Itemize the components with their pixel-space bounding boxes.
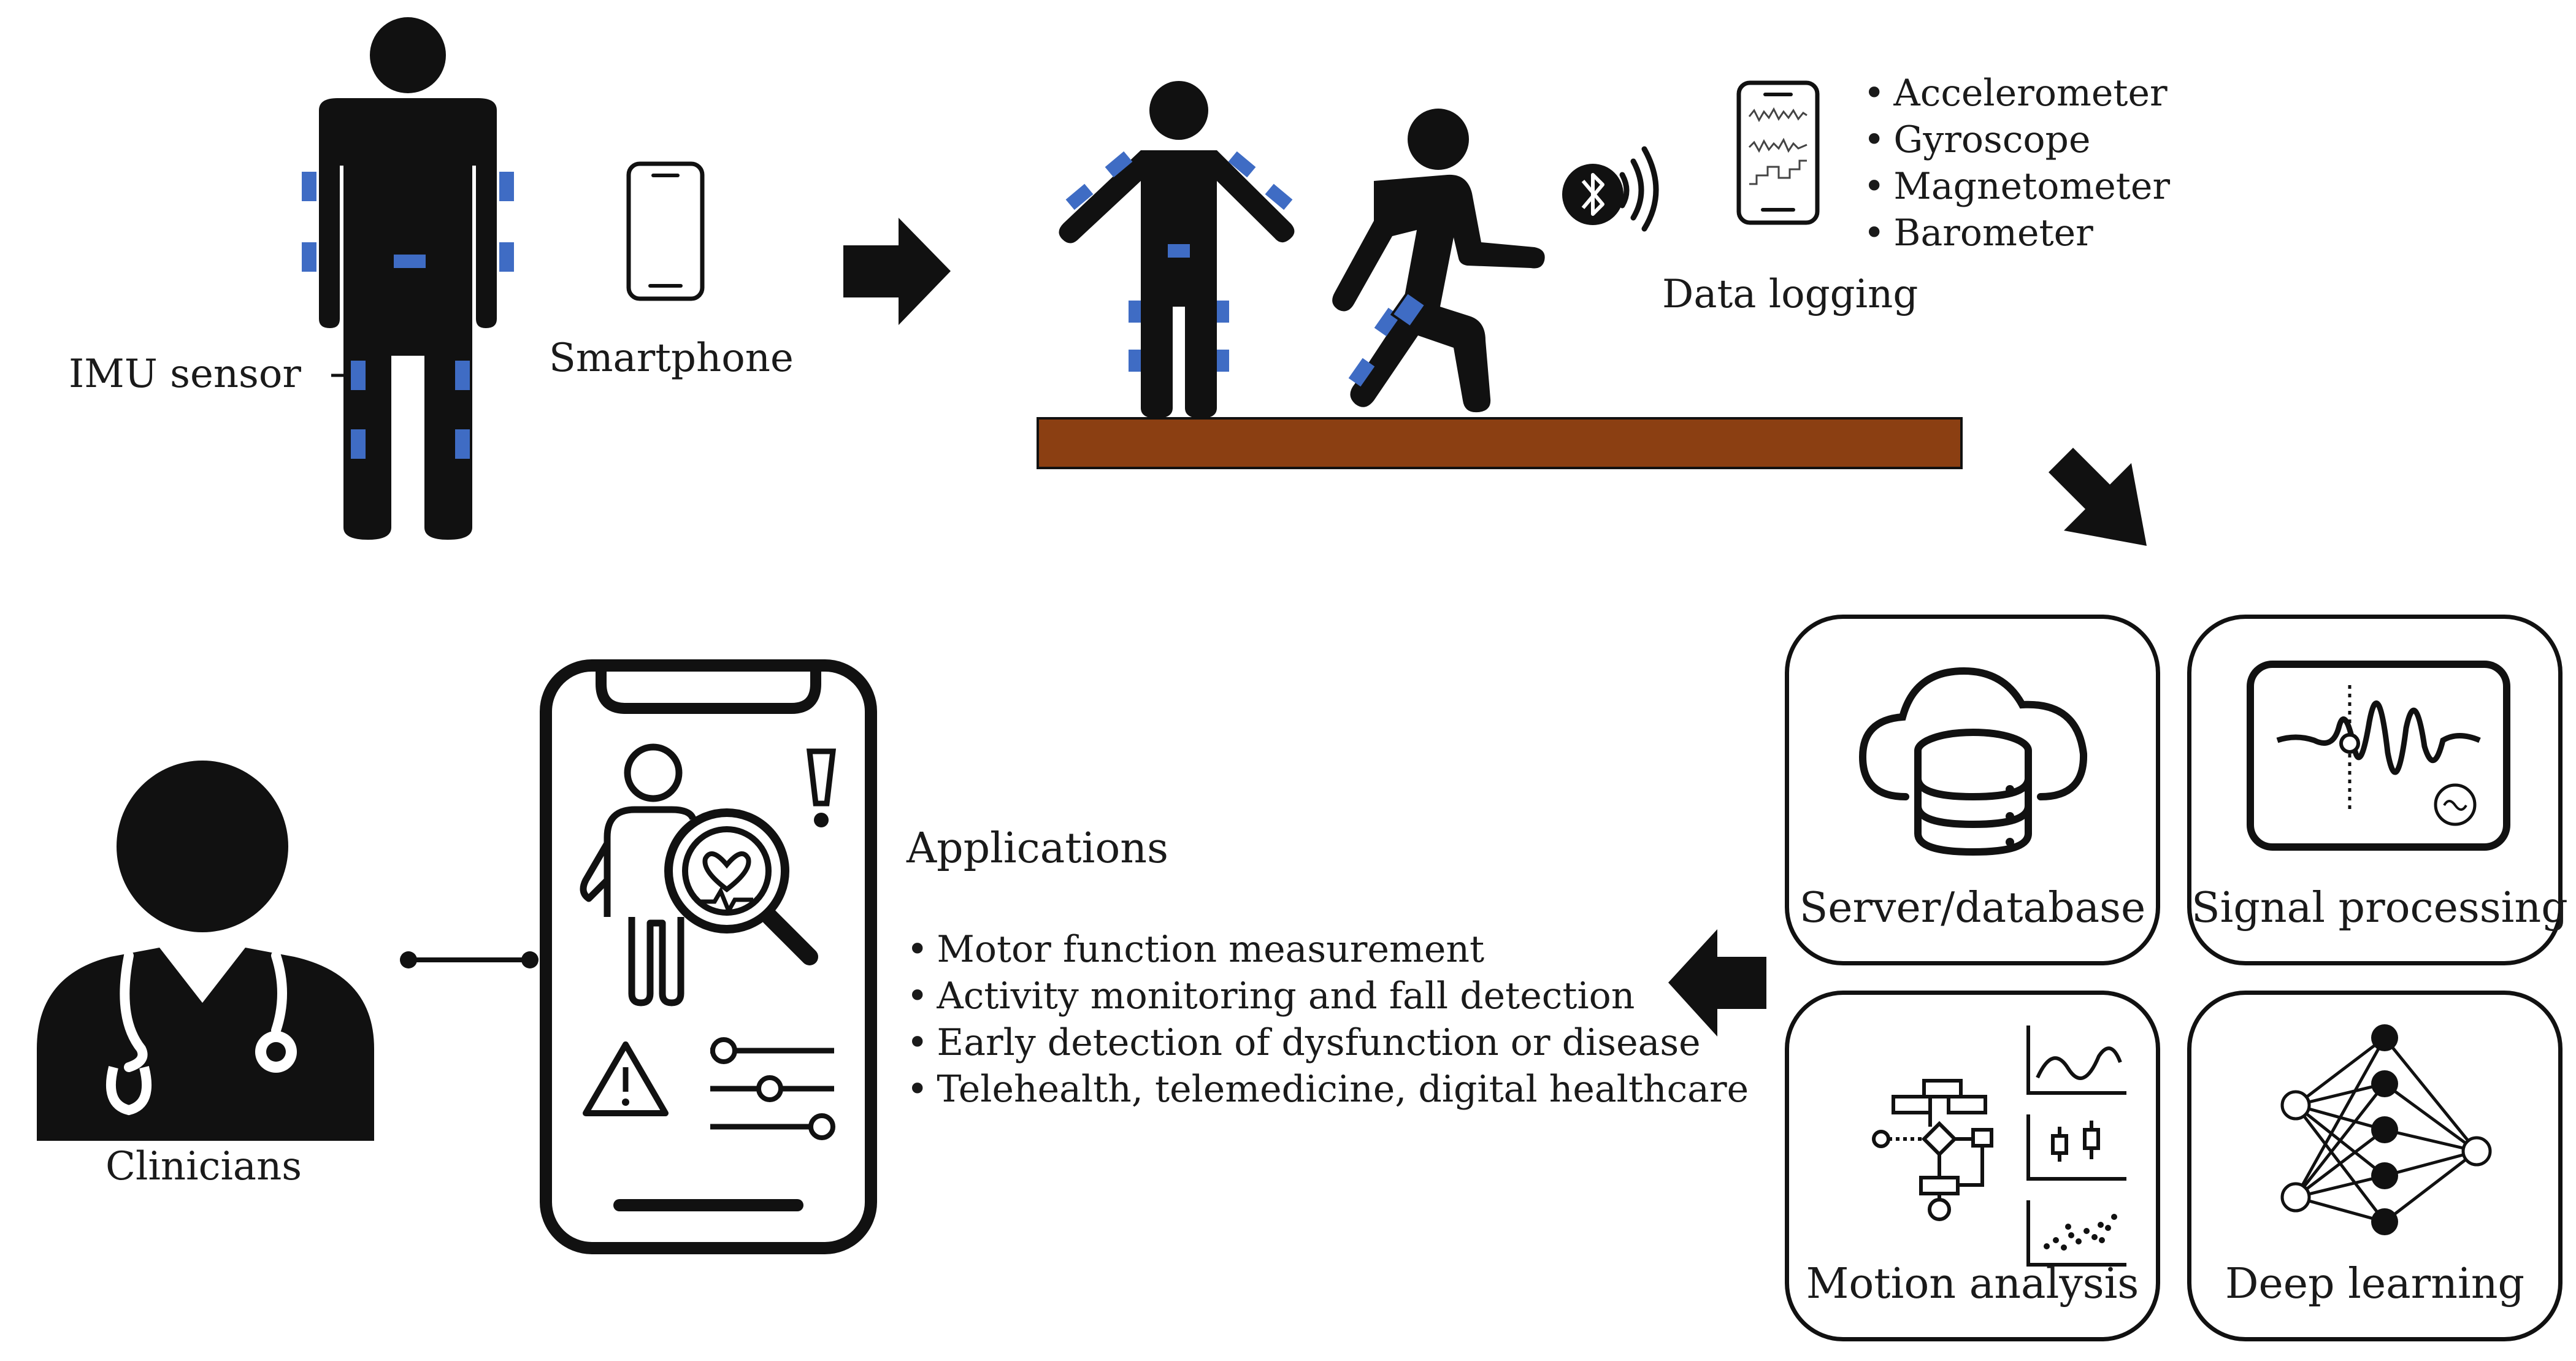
sensor-item: Magnetometer — [1863, 168, 2170, 205]
arrow-down-right-icon — [2049, 448, 2147, 546]
smartphone-label: Smartphone — [549, 335, 794, 381]
neural-network-icon — [2280, 1024, 2492, 1235]
motion-analysis-panel: Motion analysis — [1785, 991, 2160, 1341]
health-app-phone-icon — [540, 659, 877, 1254]
walking-figure-icon — [1332, 109, 1545, 413]
application-item: Activity monitoring and fall detection — [907, 978, 1635, 1014]
server-database-panel: Server/database — [1785, 615, 2160, 965]
deep-learning-title: Deep learning — [2225, 1260, 2525, 1308]
signal-monitor-icon — [2247, 661, 2510, 851]
human-with-sensors-figure — [302, 17, 514, 540]
flowchart-graphs-icon — [1872, 1026, 2126, 1267]
smartphone-icon — [626, 161, 705, 301]
application-item: Motor function measurement — [907, 931, 1484, 968]
signal-processing-panel: Signal processing — [2187, 615, 2568, 965]
walkway-platform — [1037, 417, 1963, 469]
standing-figure-icon — [1059, 81, 1295, 418]
server-database-title: Server/database — [1799, 884, 2146, 932]
connector-line — [400, 951, 539, 968]
application-item: Early detection of dysfunction or diseas… — [907, 1024, 1700, 1061]
phone-signal-icon — [1736, 80, 1820, 225]
imu-sensor-label: IMU sensor — [69, 351, 301, 397]
data-logging-label: Data logging — [1662, 272, 1919, 317]
application-item: Telehealth, telemedicine, digital health… — [907, 1071, 1749, 1108]
cloud-database-icon — [1858, 667, 2088, 856]
sensor-item: Barometer — [1863, 215, 2093, 251]
arrow-right-icon — [843, 218, 951, 325]
motion-analysis-title: Motion analysis — [1806, 1260, 2139, 1308]
sensor-item: Gyroscope — [1863, 121, 2090, 158]
arrow-left-icon — [1668, 929, 1766, 1037]
applications-heading: Applications — [907, 824, 1168, 873]
clinicians-label: Clinicians — [105, 1144, 302, 1189]
deep-learning-panel: Deep learning — [2187, 991, 2563, 1341]
signal-processing-title: Signal processing — [2191, 884, 2568, 932]
sensor-item: Accelerometer — [1863, 75, 2167, 112]
clinician-icon — [37, 761, 374, 1141]
bluetooth-icon — [1562, 146, 1659, 232]
